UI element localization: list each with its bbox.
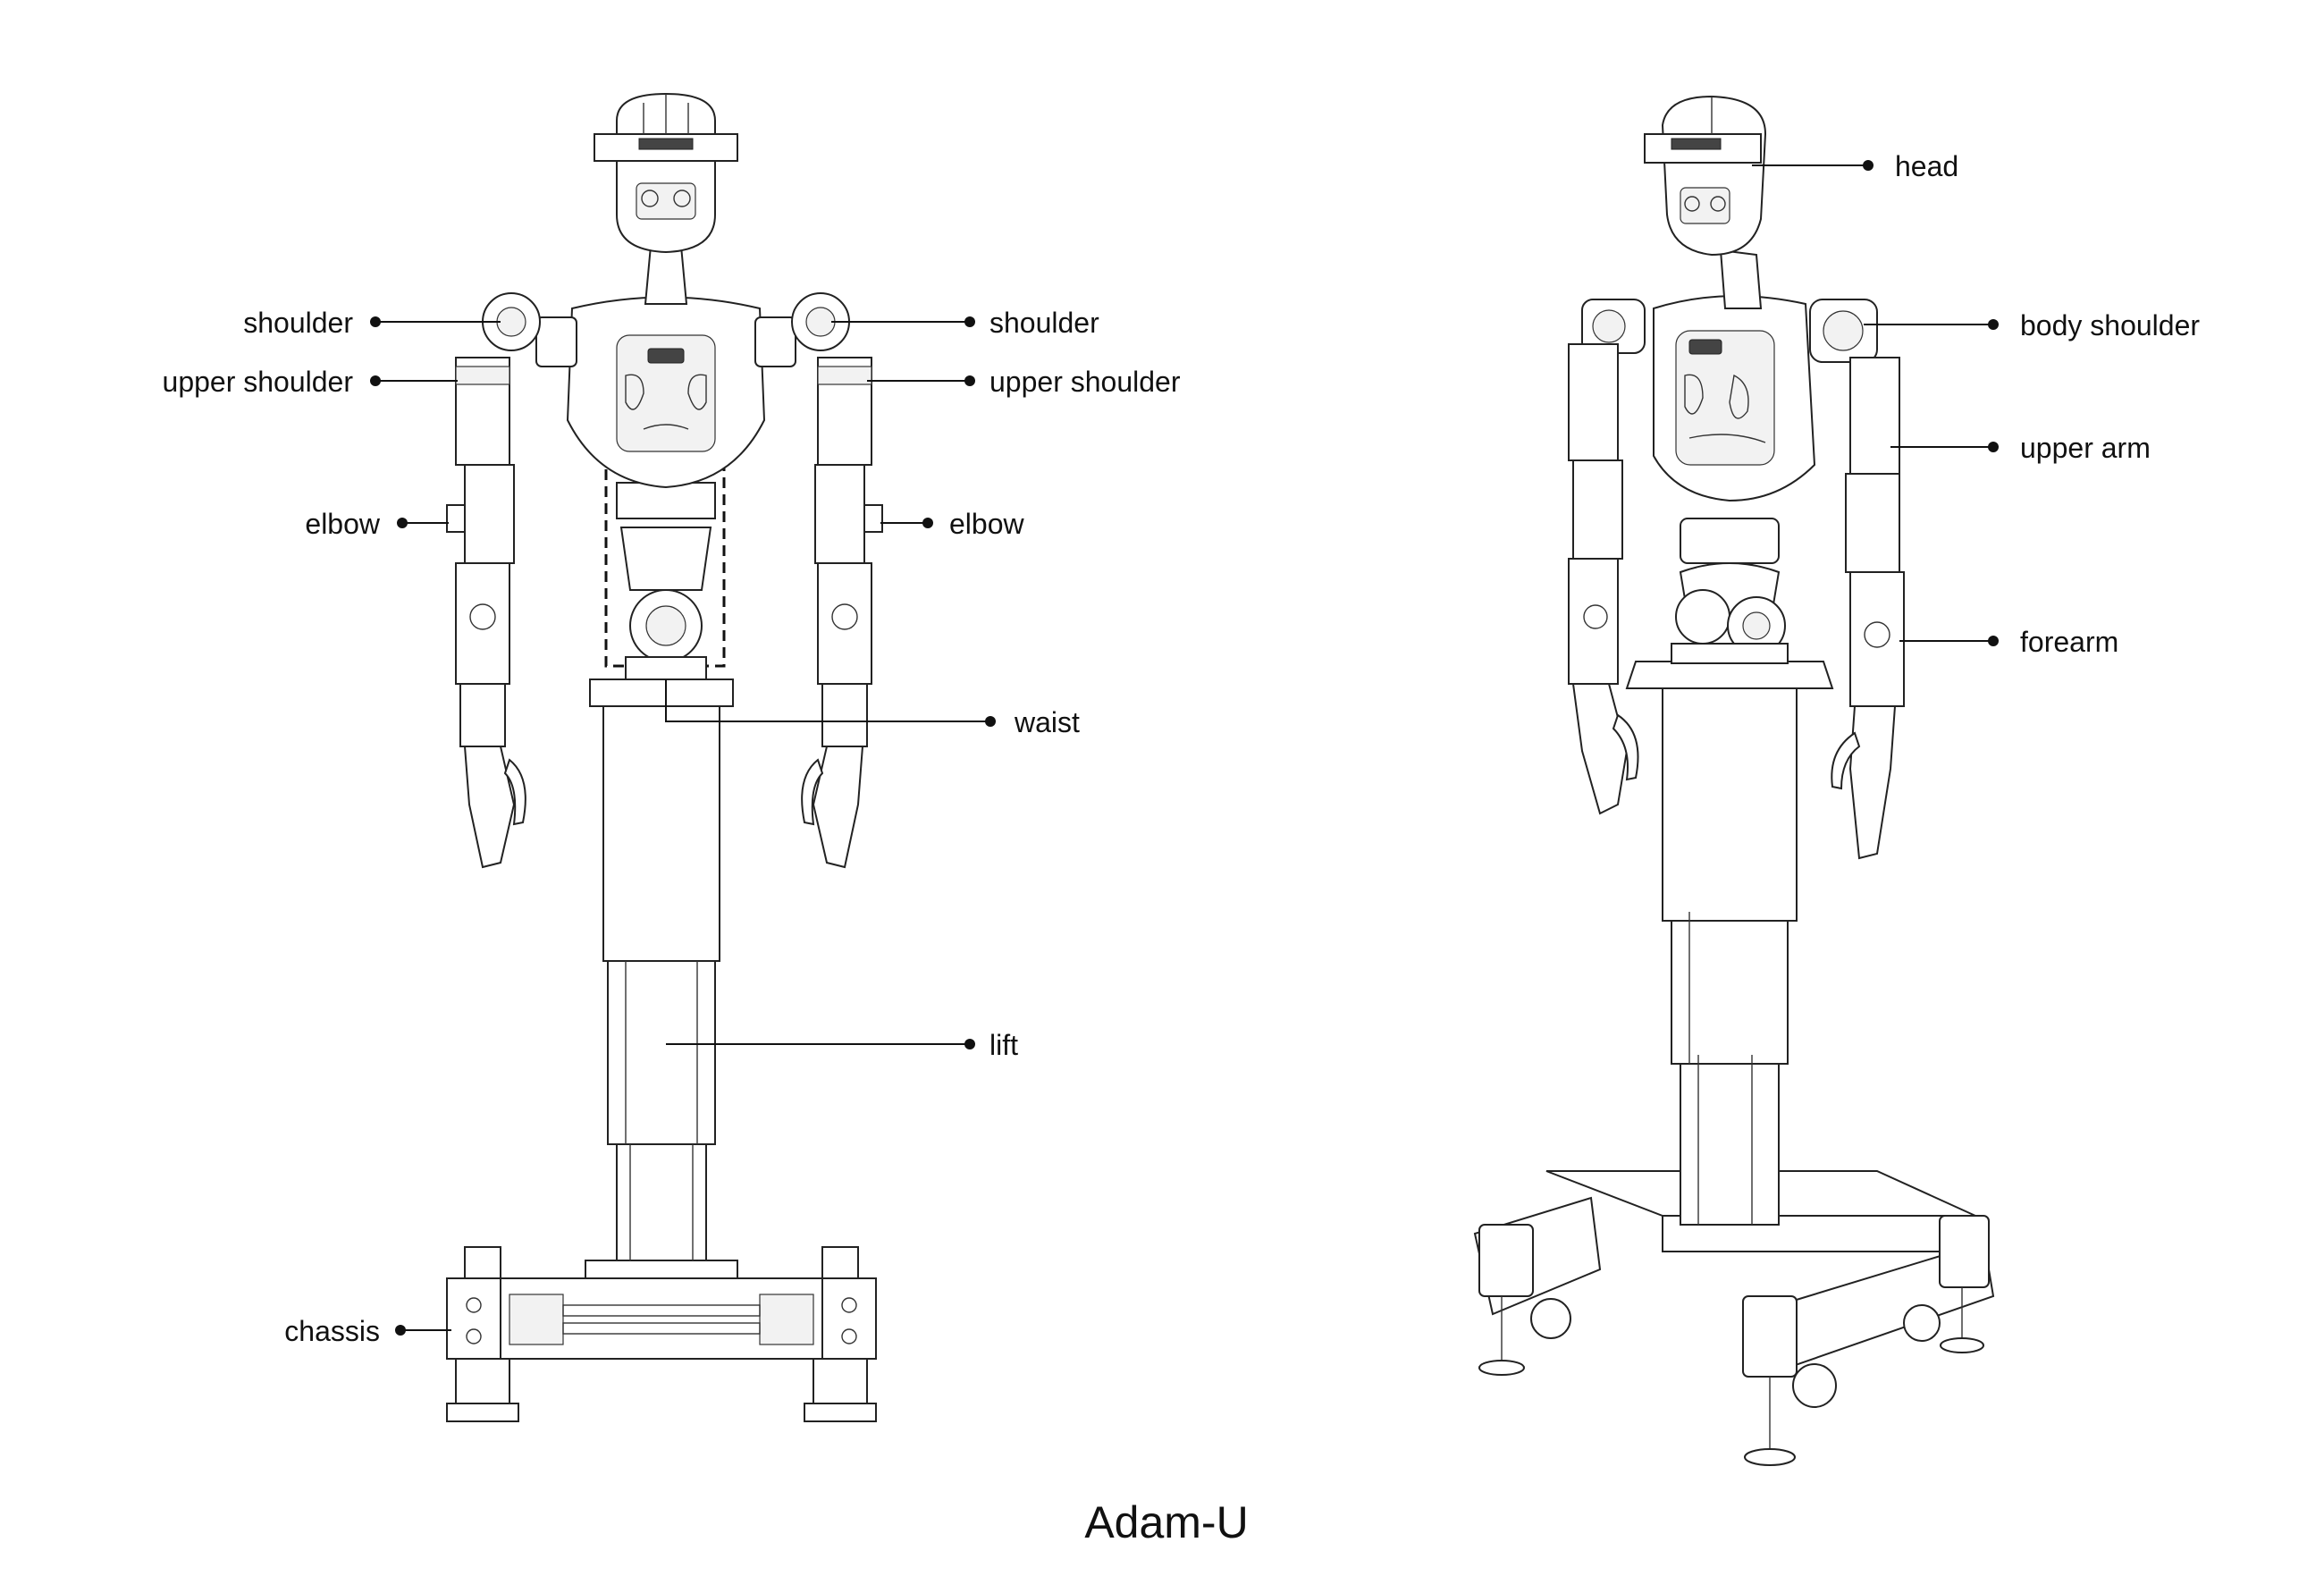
front-chassis (446, 1246, 877, 1422)
front-leaders (370, 316, 996, 1336)
label-upper-arm: upper arm (2020, 432, 2151, 464)
label-body-shoulder: body shoulder (2020, 309, 2200, 341)
side-leaders (1752, 160, 1999, 646)
label-elbow-right: elbow (949, 508, 1025, 540)
side-lift (1625, 661, 1834, 1226)
front-head (594, 92, 738, 305)
side-waist (1671, 518, 1789, 664)
label-lift: lift (989, 1029, 1018, 1061)
label-head: head (1895, 150, 1958, 182)
side-view-robot (1473, 95, 1995, 1466)
label-upper-shoulder-right: upper shoulder (989, 366, 1181, 398)
front-arm-right (791, 292, 883, 869)
side-head (1644, 95, 1767, 309)
front-view-robot (446, 92, 883, 1422)
front-torso (535, 296, 796, 489)
front-arm-left (446, 292, 541, 869)
front-lift (589, 678, 734, 1261)
front-label-text: shoulder shoulder upper shoulder upper s… (163, 307, 1181, 1347)
label-elbow-left: elbow (305, 508, 381, 540)
side-chassis (1473, 1170, 1995, 1466)
side-torso (1653, 295, 1816, 502)
label-upper-shoulder-left: upper shoulder (163, 366, 354, 398)
label-shoulder-left: shoulder (243, 307, 353, 339)
label-chassis: chassis (284, 1315, 380, 1347)
side-label-text: head body shoulder upper arm forearm (1895, 150, 2200, 658)
side-arm-left (1568, 299, 1646, 815)
label-shoulder-right: shoulder (989, 307, 1099, 339)
side-arm-right (1809, 299, 1905, 860)
diagram-title: Adam-U (1084, 1497, 1248, 1547)
label-waist: waist (1014, 706, 1080, 738)
label-forearm: forearm (2020, 626, 2118, 658)
front-waist (604, 441, 726, 680)
